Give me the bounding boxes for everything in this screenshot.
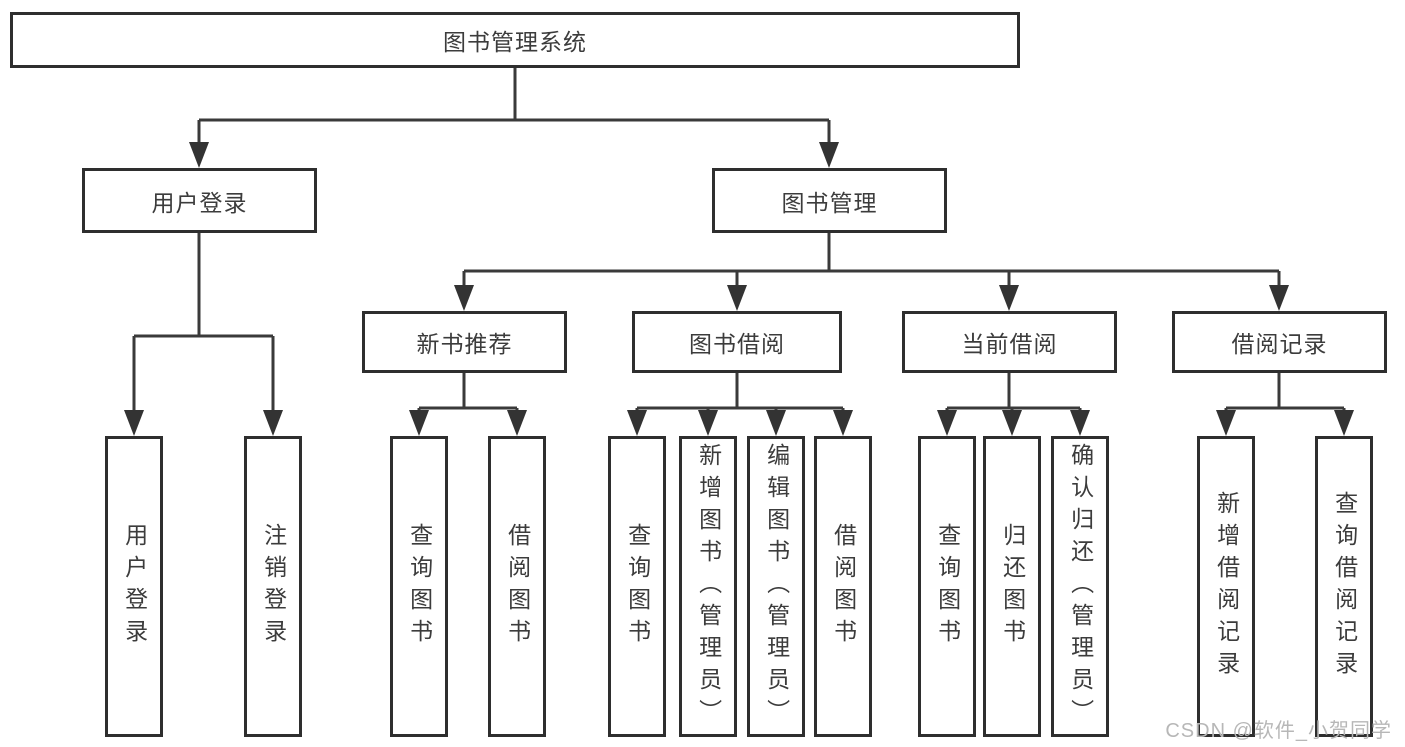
leaf-borrow-books: 借阅图书 [814,436,872,737]
leaf-add-book-admin: 新增图书（管理员） [679,436,737,737]
arrowhead [727,285,747,311]
node-label: 用户登录 [151,189,248,216]
arrowhead [263,410,283,436]
node-label: 查询图书 [406,522,433,651]
node-user-login: 用户登录 [82,168,317,233]
leaf-borrow-books-recommend: 借阅图书 [488,436,546,737]
leaf-edit-book-admin: 编辑图书（管理员） [747,436,805,737]
node-label: 图书管理系统 [443,29,587,55]
connector-book-management-branch [454,233,1289,311]
node-label: 查询图书 [934,522,961,651]
node-new-book-recommend: 新书推荐 [362,311,567,373]
node-label: 注销登录 [260,522,287,651]
node-label: 新增借阅记录 [1213,490,1240,683]
node-label: 图书管理 [781,189,878,216]
node-label: 确认归还（管理员） [1067,442,1094,731]
connector-line [197,68,831,164]
connector-line [132,233,275,432]
csdn-watermark: CSDN @软件_小贺同学 [1165,720,1392,742]
connector-new-book-branch [409,373,527,436]
arrowhead [627,410,647,436]
arrowhead [507,410,527,436]
arrowhead [937,410,957,436]
node-label: 归还图书 [999,522,1026,651]
arrowhead [124,410,144,436]
leaf-query-books-recommend: 查询图书 [390,436,448,737]
node-label: 用户登录 [121,522,148,651]
connector-line [1224,373,1346,432]
connector-borrow-record-branch [1216,373,1354,436]
leaf-user-login: 用户登录 [105,436,163,737]
arrowhead [1334,410,1354,436]
node-label: 查询借阅记录 [1331,490,1358,683]
leaf-query-books-current: 查询图书 [918,436,976,737]
node-label: 图书借阅 [689,331,785,357]
arrowhead [1070,410,1090,436]
node-book-management: 图书管理 [712,168,947,233]
node-label: 借阅记录 [1231,331,1328,357]
arrowhead [833,410,853,436]
arrowhead [409,410,429,436]
arrowhead [1216,410,1236,436]
arrowhead [454,285,474,311]
node-borrow-records: 借阅记录 [1172,311,1387,373]
node-current-borrow: 当前借阅 [902,311,1117,373]
leaf-query-books-borrow: 查询图书 [608,436,666,737]
connector-line [462,233,1281,307]
arrowhead [766,410,786,436]
node-label: 编辑图书（管理员） [763,442,790,731]
node-root-library-system: 图书管理系统 [10,12,1020,68]
leaf-query-borrow-record: 查询借阅记录 [1315,436,1373,737]
arrowhead [1269,285,1289,311]
node-label: 查询图书 [624,522,651,651]
arrowhead [189,142,209,168]
arrowhead [698,410,718,436]
leaf-return-book: 归还图书 [983,436,1041,737]
leaf-confirm-return-admin: 确认归还（管理员） [1051,436,1109,737]
arrowhead [1002,410,1022,436]
connector-user-login-branch [124,233,283,436]
connector-line [417,373,519,432]
arrowhead [819,142,839,168]
node-label: 新增图书（管理员） [695,442,722,731]
connector-book-borrow-branch [627,373,853,436]
node-label: 新书推荐 [416,331,513,357]
connector-current-borrow-branch [937,373,1090,436]
node-label: 借阅图书 [504,522,531,651]
leaf-add-borrow-record: 新增借阅记录 [1197,436,1255,737]
node-label: 借阅图书 [830,522,857,651]
node-label: 当前借阅 [961,331,1058,357]
connector-line [635,373,845,432]
arrowhead [999,285,1019,311]
connector-root-to-level2 [189,68,839,168]
leaf-logout: 注销登录 [244,436,302,737]
node-book-borrow: 图书借阅 [632,311,842,373]
